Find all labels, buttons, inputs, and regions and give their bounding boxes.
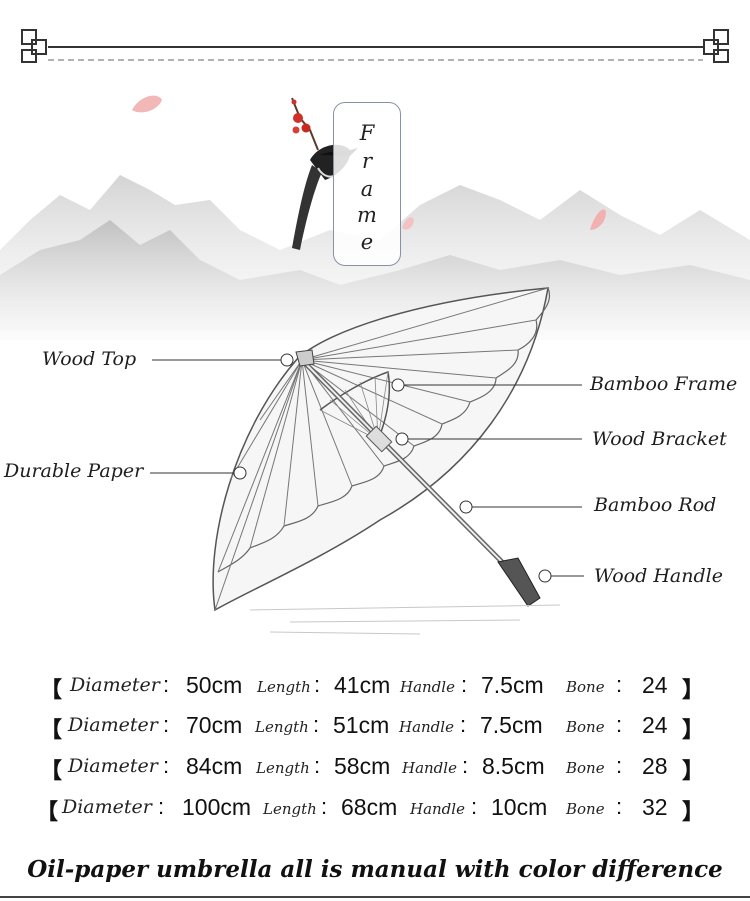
open-bracket: 【	[36, 800, 59, 825]
close-bracket: 】	[682, 678, 705, 703]
petal-icon	[132, 95, 162, 113]
petal-icon	[590, 209, 606, 230]
spec-length-value: 41cm	[334, 672, 391, 698]
spec-handle-key: Handle	[399, 718, 454, 736]
right-knot-icon	[703, 29, 729, 63]
frame-title-char: m	[357, 203, 377, 227]
close-bracket: 】	[682, 759, 705, 784]
footer-rule	[0, 896, 750, 898]
open-bracket: 【	[40, 718, 63, 743]
spec-length-key: Length	[256, 759, 310, 777]
spec-bone-key: Bone	[566, 718, 605, 736]
spec-diameter-value: 84cm	[186, 753, 243, 779]
umbrella-shaft	[295, 349, 541, 607]
spec-bone-value: 24	[642, 712, 668, 738]
frame-title-char: F	[359, 121, 375, 145]
close-bracket: 】	[682, 718, 705, 743]
spec-handle-key: Handle	[400, 678, 455, 696]
spec-diameter-value: 70cm	[186, 712, 243, 738]
spec-handle-value: 7.5cm	[481, 672, 544, 698]
plum-blossom-icon	[291, 97, 319, 151]
spec-row: 【 Diameter : 50cm Length : 41cm Handle :…	[40, 672, 705, 703]
frame-title-char: r	[361, 149, 373, 173]
spec-handle-key: Handle	[402, 759, 457, 777]
label-wood-handle: Wood Handle	[594, 565, 723, 587]
spec-diameter-value: 100cm	[182, 794, 252, 820]
spec-row: 【 Diameter : 70cm Length : 51cm Handle :…	[40, 712, 705, 743]
spec-handle-value: 8.5cm	[482, 753, 545, 779]
spec-handle-value: 7.5cm	[480, 712, 543, 738]
spec-diameter-key: Diameter	[68, 714, 158, 736]
spec-length-key: Length	[257, 678, 311, 696]
callout-leaders	[150, 353, 584, 583]
spec-bone-value: 28	[642, 753, 668, 779]
frame-title-box: F r a m e	[333, 102, 401, 266]
spec-bone-value: 32	[642, 794, 668, 820]
umbrella-illustration	[0, 95, 750, 635]
spec-bone-value: 24	[642, 672, 668, 698]
label-wood-bracket: Wood Bracket	[592, 428, 727, 450]
spec-bone-key: Bone	[566, 678, 605, 696]
label-wood-top: Wood Top	[42, 348, 137, 370]
spec-handle-key: Handle	[410, 800, 465, 818]
label-durable-paper: Durable Paper	[4, 460, 144, 482]
spec-length-value: 68cm	[341, 794, 398, 820]
left-knot-icon	[21, 29, 47, 63]
label-bamboo-frame: Bamboo Frame	[590, 373, 738, 395]
spec-length-key: Length	[255, 718, 309, 736]
spec-length-value: 51cm	[333, 712, 390, 738]
spec-handle-value: 10cm	[491, 794, 548, 820]
petal-icon	[402, 217, 414, 230]
spec-row: 【 Diameter : 100cm Length : 68cm Handle …	[36, 794, 705, 825]
spec-diameter-key: Diameter	[62, 796, 152, 818]
spec-bone-key: Bone	[566, 759, 605, 777]
spec-length-value: 58cm	[334, 753, 391, 779]
label-bamboo-rod: Bamboo Rod	[594, 494, 717, 516]
spec-row: 【 Diameter : 84cm Length : 58cm Handle :…	[40, 753, 705, 784]
spec-diameter-value: 50cm	[186, 672, 243, 698]
frame-title-char: e	[360, 230, 374, 254]
header-ornament-rule	[21, 29, 729, 63]
open-bracket: 【	[40, 759, 63, 784]
frame-title-char: a	[360, 177, 374, 201]
footer-note: Oil-paper umbrella all is manual with co…	[27, 856, 723, 883]
spec-diameter-key: Diameter	[70, 674, 160, 696]
spec-length-key: Length	[263, 800, 317, 818]
spec-bone-key: Bone	[566, 800, 605, 818]
close-bracket: 】	[682, 800, 705, 825]
spec-diameter-key: Diameter	[68, 755, 158, 777]
open-bracket: 【	[40, 678, 63, 703]
